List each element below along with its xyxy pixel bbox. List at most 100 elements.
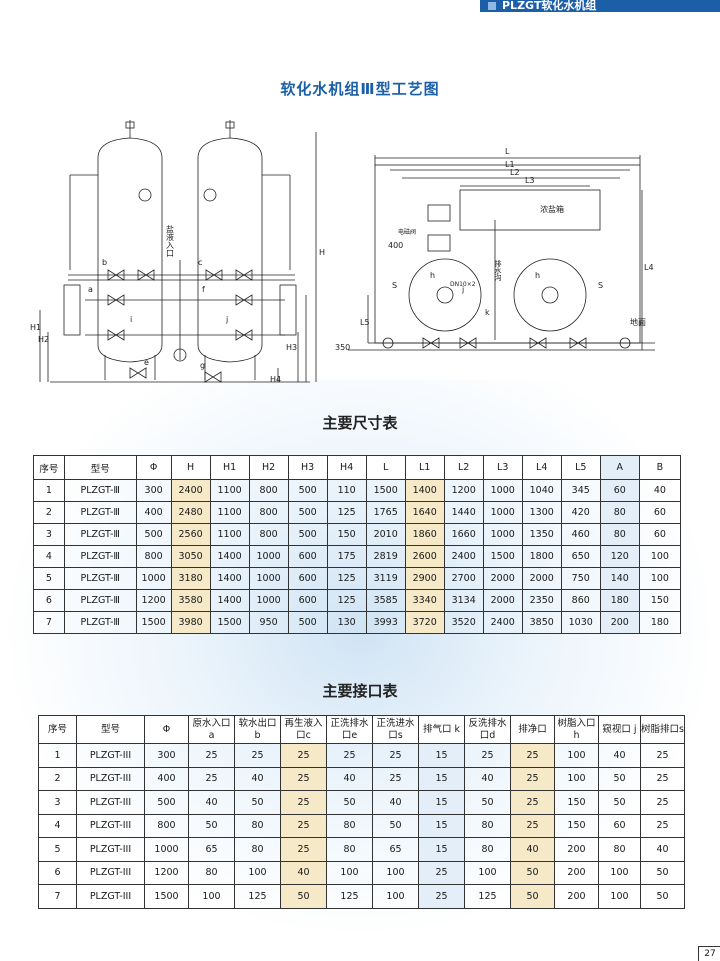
table-cell: 800: [144, 813, 189, 838]
port-j-right-label: j: [461, 285, 464, 294]
table-cell: 400: [144, 766, 189, 791]
port-g-label: g: [200, 361, 205, 370]
table-cell: 80: [326, 837, 373, 862]
table-cell: 25: [188, 743, 235, 768]
port-e-label: e: [144, 358, 149, 367]
table-cell: 1500: [482, 545, 523, 568]
table-cell: 200: [554, 860, 599, 885]
table-cell: 80: [598, 837, 641, 862]
col-header: 窥视口 j: [598, 715, 641, 744]
table-cell: 125: [326, 501, 367, 524]
table-cell: 110: [326, 479, 367, 502]
table-cell: 800: [135, 545, 172, 568]
port-b-label: b: [102, 258, 107, 267]
table-cell: 60: [598, 813, 641, 838]
table-cell: 50: [510, 884, 555, 909]
table-cell: 100: [638, 567, 682, 590]
table-cell: 3119: [365, 567, 406, 590]
table-cell: 1400: [209, 545, 250, 568]
table-cell: 25: [640, 766, 685, 791]
table-cell: 1: [33, 479, 65, 502]
table-cell: 1000: [482, 501, 523, 524]
table-cell: 50: [598, 790, 641, 815]
table-cell: 25: [510, 766, 555, 791]
table-cell: 25: [326, 743, 373, 768]
table-cell: 3850: [521, 611, 562, 634]
table-cell: 300: [135, 479, 172, 502]
table-cell: 25: [188, 766, 235, 791]
table-cell: 3580: [170, 589, 211, 612]
table-cell: 1200: [144, 860, 189, 885]
table-cell: 2000: [521, 567, 562, 590]
table-cell: 3134: [443, 589, 484, 612]
table-cell: 100: [464, 860, 511, 885]
col-header: Φ: [135, 455, 172, 480]
table-cell: 1400: [404, 479, 445, 502]
table-cell: 1100: [209, 479, 250, 502]
table-cell: 80: [464, 837, 511, 862]
dim-H2-label: H2: [38, 335, 49, 344]
table-cell: 50: [510, 860, 555, 885]
table-cell: 125: [234, 884, 281, 909]
table-cell: 50: [372, 813, 419, 838]
table-cell: 300: [144, 743, 189, 768]
table-cell: 80: [464, 813, 511, 838]
table-cell: 1400: [209, 567, 250, 590]
front-view: [39, 120, 317, 383]
table-cell: 2900: [404, 567, 445, 590]
table-cell: 175: [326, 545, 367, 568]
col-header: L5: [560, 455, 601, 480]
port-a-label: a: [88, 285, 93, 294]
table-cell: 3993: [365, 611, 406, 634]
table-cell: PLZGT-III: [76, 813, 145, 838]
col-header: L4: [521, 455, 562, 480]
port-s-right-label: S: [598, 281, 603, 290]
table-cell: 25: [418, 884, 465, 909]
table-cell: 40: [280, 860, 327, 885]
col-header: 反洗排水口d: [464, 715, 511, 744]
table-cell: 1100: [209, 501, 250, 524]
table-cell: 60: [638, 501, 682, 524]
table-cell: 860: [560, 589, 601, 612]
table-cell: 400: [135, 501, 172, 524]
table-cell: 7: [33, 611, 65, 634]
table-cell: 100: [372, 884, 419, 909]
col-header: 树脂入口h: [554, 715, 599, 744]
table-cell: 1040: [521, 479, 562, 502]
table-cell: 1440: [443, 501, 484, 524]
table-cell: 2819: [365, 545, 406, 568]
table-cell: PLZGT-Ⅲ: [63, 501, 137, 524]
table-cell: 15: [418, 790, 465, 815]
table-cell: 5: [33, 567, 65, 590]
table-cell: 2400: [443, 545, 484, 568]
table-cell: PLZGT-III: [76, 766, 145, 791]
table-cell: 125: [326, 884, 373, 909]
table-cell: 100: [234, 860, 281, 885]
table-cell: 200: [554, 884, 599, 909]
table-cell: 65: [372, 837, 419, 862]
table-cell: 60: [599, 479, 640, 502]
table-cell: 15: [418, 766, 465, 791]
table-cell: 200: [554, 837, 599, 862]
pipe-label: DN10×2: [450, 281, 476, 288]
table-cell: 1500: [135, 611, 172, 634]
header-banner: PLZGT软化水机组: [480, 0, 720, 12]
table-cell: 500: [135, 523, 172, 546]
col-header: 型号: [76, 715, 145, 744]
table-cell: 1350: [521, 523, 562, 546]
dimensions-table-title: 主要尺寸表: [322, 414, 398, 432]
table-cell: 1800: [521, 545, 562, 568]
table-cell: 750: [560, 567, 601, 590]
table-cell: 2400: [482, 611, 523, 634]
table-cell: 3980: [170, 611, 211, 634]
table-cell: 500: [287, 479, 328, 502]
table-cell: 4: [33, 545, 65, 568]
table-cell: 100: [554, 766, 599, 791]
col-header: 再生液入口c: [280, 715, 327, 744]
table-cell: 15: [418, 813, 465, 838]
